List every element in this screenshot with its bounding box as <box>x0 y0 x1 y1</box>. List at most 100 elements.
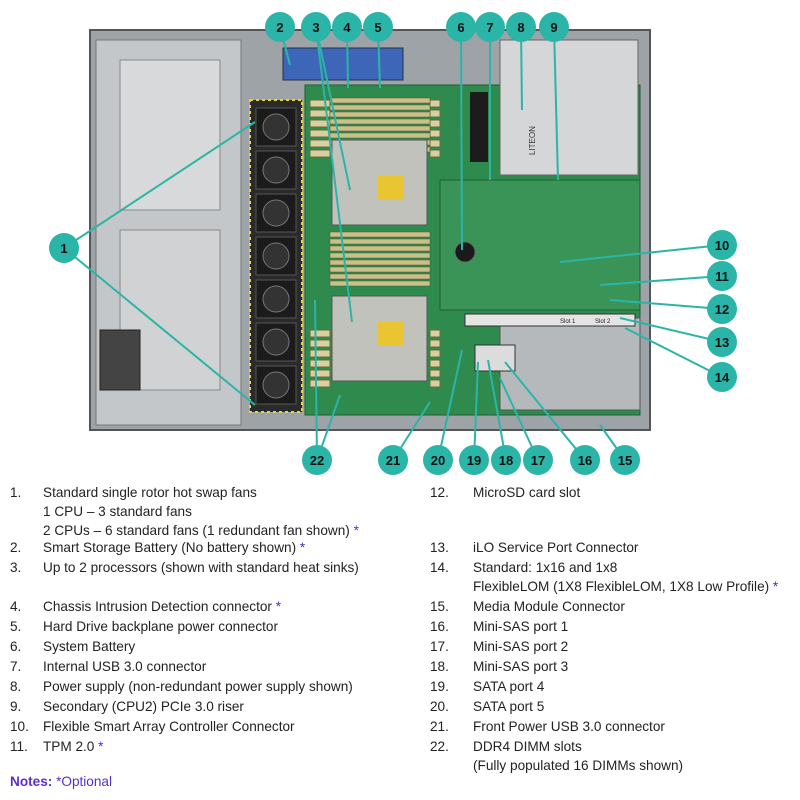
callout-15: 15 <box>610 445 640 475</box>
legend-number: 16. <box>430 619 449 634</box>
fan-rotor <box>262 285 290 313</box>
callout-number: 1 <box>60 241 67 256</box>
legend-text: Hard Drive backplane power connector <box>43 617 278 636</box>
legend-line: SATA port 4 <box>473 679 545 694</box>
legend-line: Front Power USB 3.0 connector <box>473 719 665 734</box>
legend-number: 20. <box>430 699 449 714</box>
riser-slot-label-1: Slot 1 <box>560 319 576 325</box>
callout-10: 10 <box>707 230 737 260</box>
dimm-module <box>429 369 441 378</box>
notes-text: *Optional <box>56 774 112 789</box>
legend-line: FlexibleLOM (1X8 FlexibleLOM, 1X8 Low Pr… <box>473 579 779 594</box>
front-io-panel <box>99 329 141 391</box>
callout-7: 7 <box>475 12 505 42</box>
dimm-slot <box>329 231 431 238</box>
legend-number: 21. <box>430 719 449 734</box>
dimm-module <box>429 339 441 348</box>
pcie-riser-cage <box>499 317 641 411</box>
notes-line: Notes: *Optional <box>10 774 112 789</box>
callout-18: 18 <box>491 445 521 475</box>
callout-17: 17 <box>523 445 553 475</box>
callout-number: 19 <box>467 453 481 468</box>
legend-number: 9. <box>10 699 22 714</box>
legend-number: 8. <box>10 679 22 694</box>
legend-number: 12. <box>430 485 449 500</box>
legend-number: 15. <box>430 599 449 614</box>
dimm-module <box>309 379 331 388</box>
callout-number: 11 <box>715 269 729 284</box>
callout-circle <box>301 12 331 42</box>
fan-rotor <box>262 156 290 184</box>
legend-line: 1 CPU – 3 standard fans <box>43 504 192 519</box>
legend-number: 19. <box>430 679 449 694</box>
legend-line: Standard: 1x16 and 1x8 <box>473 560 618 575</box>
legend-text: SATA port 4 <box>473 677 544 696</box>
callout-number: 8 <box>517 20 524 35</box>
callout-1: 1 <box>49 233 79 263</box>
legend-text: Flexible Smart Array Controller Connecto… <box>43 717 295 736</box>
legend-number: 3. <box>10 560 22 575</box>
dimm-module <box>309 149 331 158</box>
dimm-module <box>309 99 331 108</box>
legend-line: Up to 2 processors (shown with standard … <box>43 560 359 575</box>
legend-line: MicroSD card slot <box>473 485 581 500</box>
callout-circle <box>523 445 553 475</box>
optional-marker: * <box>94 739 104 754</box>
dimm-slot <box>329 97 431 104</box>
fan-rotor <box>262 199 290 227</box>
legend-number: 17. <box>430 639 449 654</box>
dimm-module <box>309 349 331 358</box>
legend-line: Flexible Smart Array Controller Connecto… <box>43 719 295 734</box>
callout-circle <box>332 12 362 42</box>
legend-number: 18. <box>430 659 449 674</box>
dimm-slot <box>329 104 431 111</box>
dimm-slot <box>329 259 431 266</box>
callout-number: 20 <box>431 453 445 468</box>
drive-cage-window <box>119 59 221 211</box>
callout-circle <box>570 445 600 475</box>
callout-number: 18 <box>499 453 513 468</box>
callout-circle <box>707 327 737 357</box>
dimm-module <box>429 109 441 118</box>
legend-text: DDR4 DIMM slots (Fully populated 16 DIMMs… <box>473 737 683 775</box>
dimm-slot <box>329 245 431 252</box>
mini-sas-ports <box>474 344 516 372</box>
legend-number: 4. <box>10 599 22 614</box>
legend-number: 10. <box>10 719 29 734</box>
callout-circle <box>446 12 476 42</box>
dimm-module <box>429 349 441 358</box>
callout-6: 6 <box>446 12 476 42</box>
optional-marker: * <box>769 579 779 594</box>
callout-circle <box>707 362 737 392</box>
callout-9: 9 <box>539 12 569 42</box>
dimm-module <box>309 129 331 138</box>
system-battery <box>454 241 476 263</box>
callout-number: 2 <box>276 20 283 35</box>
legend-number: 22. <box>430 739 449 754</box>
legend-line: TPM 2.0 * <box>43 739 104 754</box>
legend-line: Secondary (CPU2) PCIe 3.0 riser <box>43 699 244 714</box>
callout-5: 5 <box>363 12 393 42</box>
optional-marker: * <box>296 540 306 555</box>
legend-line: (Fully populated 16 DIMMs shown) <box>473 758 684 773</box>
dimm-module <box>309 359 331 368</box>
legend-number: 6. <box>10 639 22 654</box>
callout-12: 12 <box>707 294 737 324</box>
dimm-module <box>309 339 331 348</box>
fan-array <box>255 107 297 405</box>
legend-line: Media Module Connector <box>473 599 625 614</box>
dimm-module <box>429 119 441 128</box>
legend-line: DDR4 DIMM slots <box>473 739 582 754</box>
dimm-slot-group <box>309 97 441 388</box>
legend-text: Chassis Intrusion Detection connector * <box>43 597 281 616</box>
legend-line: Chassis Intrusion Detection connector * <box>43 599 282 614</box>
legend-line: SATA port 5 <box>473 699 545 714</box>
fan-rotor <box>262 371 290 399</box>
dimm-slot <box>329 280 431 287</box>
dimm-slot <box>329 118 431 125</box>
callout-circle <box>302 445 332 475</box>
optional-marker: * <box>271 599 282 614</box>
fan-rotor <box>262 113 290 141</box>
callout-number: 5 <box>374 20 381 35</box>
